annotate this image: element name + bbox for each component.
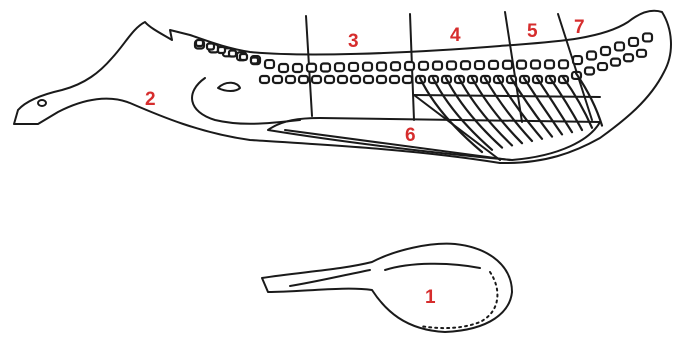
vertebra xyxy=(587,52,596,60)
region-label-6: 6 xyxy=(405,125,416,146)
vertebra xyxy=(218,47,225,53)
vertebra xyxy=(299,76,308,83)
vertebra xyxy=(624,54,633,61)
vertebra xyxy=(573,56,582,64)
vertebra xyxy=(229,51,236,57)
vertebra xyxy=(240,54,247,60)
vertebra xyxy=(637,50,646,57)
vertebra xyxy=(251,58,258,64)
region-label-7: 7 xyxy=(574,17,585,38)
vertebra xyxy=(196,40,203,46)
vertebra xyxy=(307,64,316,72)
vertebra xyxy=(363,63,372,71)
vertebra xyxy=(629,38,638,46)
vertebra xyxy=(405,62,414,70)
rib xyxy=(446,78,502,148)
vertebra xyxy=(377,62,386,70)
vertebra xyxy=(403,76,412,83)
vertebra xyxy=(207,44,214,50)
vertebra xyxy=(611,59,620,66)
vertebra xyxy=(391,62,400,70)
region-label-5: 5 xyxy=(527,21,538,42)
shoulder-detail xyxy=(192,78,300,124)
vertebra xyxy=(335,63,344,71)
vertebra xyxy=(279,64,288,72)
vertebra xyxy=(321,63,330,71)
rib-cage xyxy=(420,73,602,152)
vertebra xyxy=(351,76,360,83)
region-label-4: 4 xyxy=(450,25,461,46)
vertebra xyxy=(531,60,540,68)
vertebra xyxy=(349,63,358,71)
shoulder-notch xyxy=(218,83,240,91)
vertebra xyxy=(447,61,456,69)
vertebra xyxy=(615,42,624,50)
vertebra xyxy=(419,62,428,70)
vertebra xyxy=(601,47,610,55)
vertebra xyxy=(325,76,334,83)
region-label-1: 1 xyxy=(425,287,436,308)
vertebra xyxy=(585,68,594,75)
vertebra xyxy=(503,61,512,69)
vertebra xyxy=(390,76,399,83)
vertebra xyxy=(517,61,526,69)
vertebra xyxy=(433,62,442,70)
vertebra xyxy=(364,76,373,83)
vertebra xyxy=(377,76,386,83)
separate-cut-inner xyxy=(385,264,480,270)
vertebra xyxy=(286,76,295,83)
vertebra xyxy=(338,76,347,83)
vertebra xyxy=(475,61,484,69)
vertebra xyxy=(489,61,498,69)
region-label-2: 2 xyxy=(145,89,156,110)
vertebrae-chain xyxy=(195,33,652,83)
region-label-3: 3 xyxy=(348,31,359,52)
vertebra xyxy=(461,61,470,69)
separate-cut-outline xyxy=(262,244,512,332)
vertebra xyxy=(293,64,302,72)
vertebra xyxy=(312,76,321,83)
vertebra xyxy=(260,76,269,83)
vertebra xyxy=(643,33,652,41)
rib xyxy=(576,73,602,125)
vertebra xyxy=(545,60,554,68)
vertebra xyxy=(598,63,607,70)
vertebra xyxy=(559,60,568,68)
vertebra xyxy=(273,76,282,83)
vertebra xyxy=(265,60,274,68)
eye-detail xyxy=(38,100,46,106)
